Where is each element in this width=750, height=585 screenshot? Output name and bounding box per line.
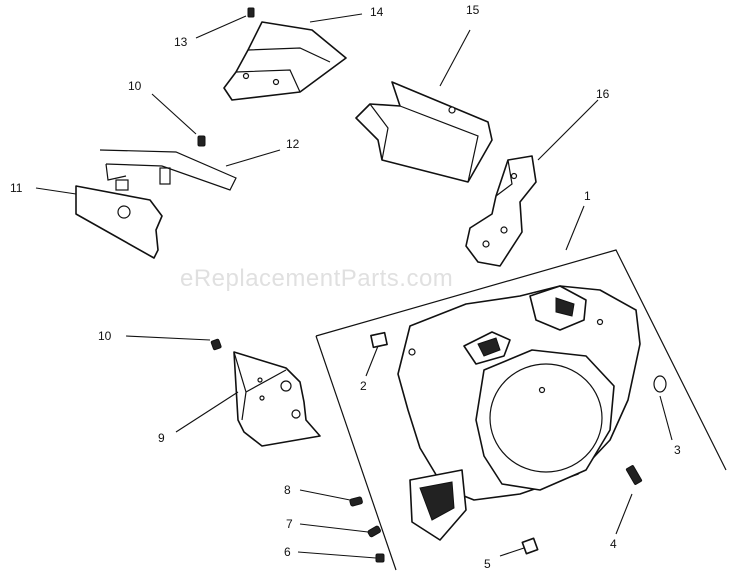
callout-13: 13 bbox=[174, 35, 188, 49]
part-2-clip bbox=[370, 331, 388, 349]
callout-14: 14 bbox=[370, 5, 384, 19]
part-7-screw bbox=[367, 525, 381, 538]
part-11-side-shroud bbox=[75, 149, 237, 259]
callout-labels: 13 14 15 16 10 12 11 1 10 9 2 3 4 5 8 7 … bbox=[10, 3, 681, 571]
part-4-spring bbox=[625, 465, 643, 485]
callout-16: 16 bbox=[596, 87, 610, 101]
callout-15: 15 bbox=[466, 3, 480, 17]
callout-12: 12 bbox=[286, 137, 300, 151]
part-10-screw-upper bbox=[197, 135, 206, 147]
part-1-blower-housing bbox=[397, 285, 641, 541]
part-10-screw-lower bbox=[210, 338, 222, 351]
callout-5: 5 bbox=[484, 557, 491, 571]
callout-6: 6 bbox=[284, 545, 291, 559]
part-6-screw bbox=[375, 553, 385, 563]
callout-10-lower: 10 bbox=[98, 329, 112, 343]
callout-7: 7 bbox=[286, 517, 293, 531]
part-9-side-bracket bbox=[233, 351, 321, 447]
part-5-nut-plate bbox=[521, 537, 539, 555]
part-13-screw bbox=[247, 7, 255, 18]
callout-3: 3 bbox=[674, 443, 681, 457]
leader-lines bbox=[35, 13, 673, 559]
callout-10-upper: 10 bbox=[128, 79, 142, 93]
watermark-text: eReplacementParts.com bbox=[180, 265, 453, 292]
part-14-cover-plate bbox=[223, 21, 347, 101]
part-8-screw bbox=[349, 496, 363, 507]
callout-8: 8 bbox=[284, 483, 291, 497]
part-15-baffle bbox=[355, 81, 493, 183]
part-3-grommet bbox=[653, 375, 667, 393]
callout-4: 4 bbox=[610, 537, 617, 551]
callout-9: 9 bbox=[158, 431, 165, 445]
callout-11: 11 bbox=[10, 181, 23, 195]
callout-2: 2 bbox=[360, 379, 367, 393]
callout-1: 1 bbox=[584, 189, 591, 203]
part-16-bracket bbox=[465, 155, 537, 267]
part-1-assembly-boundary bbox=[315, 249, 727, 571]
